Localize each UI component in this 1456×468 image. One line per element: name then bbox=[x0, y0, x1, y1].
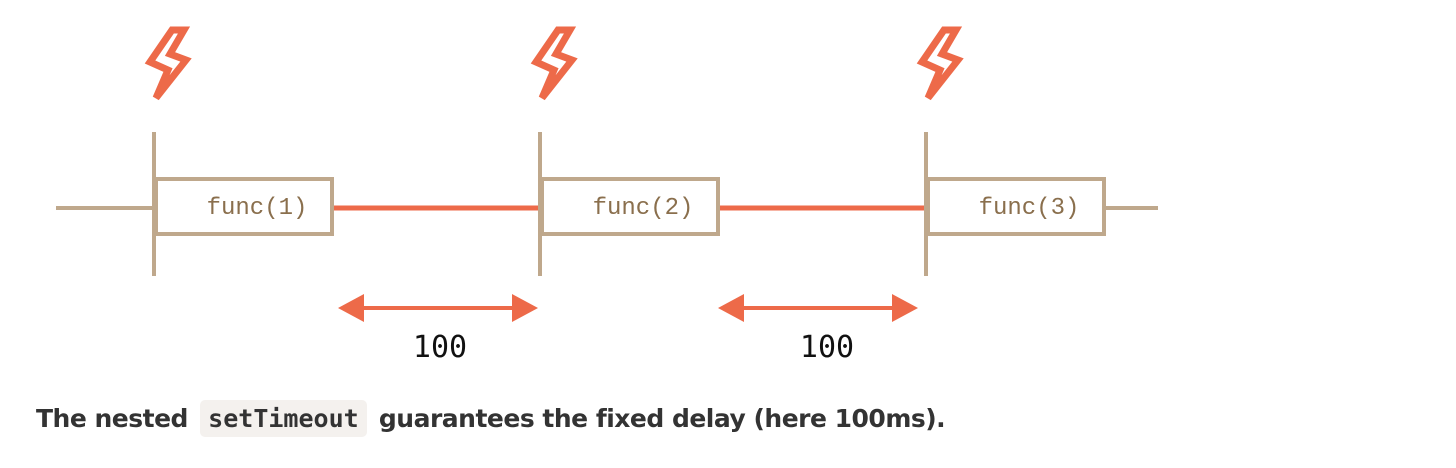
func-label: func(3) bbox=[979, 195, 1080, 222]
func-label: func(2) bbox=[593, 195, 694, 222]
delay-label: 100 bbox=[800, 330, 854, 365]
lightning-icon bbox=[922, 30, 958, 98]
lightning-icon bbox=[536, 30, 572, 98]
func-box-1: func(1) bbox=[154, 177, 334, 236]
lightning-icon bbox=[150, 30, 186, 98]
caption-text-after: guarantees the fixed delay (here 100ms). bbox=[378, 404, 946, 433]
func-box-2: func(2) bbox=[540, 177, 720, 236]
timeline-diagram: func(1) func(2) func(3) 100 100 bbox=[56, 0, 1158, 365]
caption-text-before: The nested bbox=[36, 404, 188, 433]
delay-label: 100 bbox=[413, 330, 467, 365]
caption: The nested setTimeout guarantees the fix… bbox=[36, 400, 946, 437]
code-snippet: setTimeout bbox=[200, 400, 367, 437]
func-box-3: func(3) bbox=[926, 177, 1106, 236]
delay-arrow-1: 100 bbox=[338, 294, 538, 365]
func-label: func(1) bbox=[207, 195, 308, 222]
delay-arrow-2: 100 bbox=[718, 294, 918, 365]
